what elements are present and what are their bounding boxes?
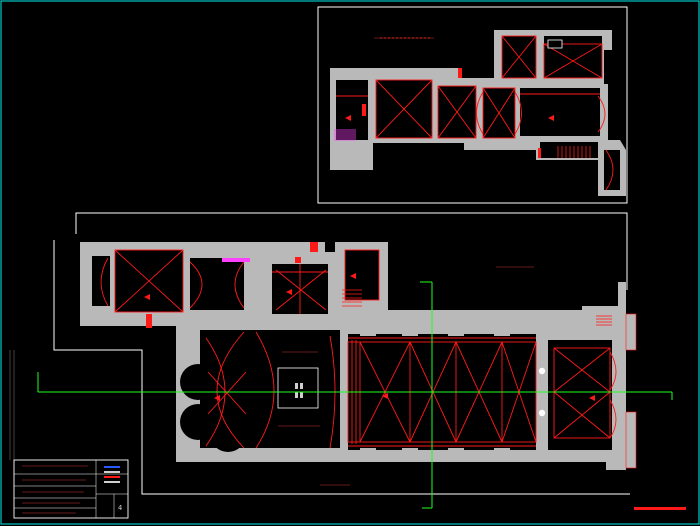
altar-platform [277,367,319,409]
annotation-dashes [278,37,534,486]
upper-plan-frame [317,6,628,204]
sheet-number: 4 [118,504,122,512]
upper-floor-plan [317,6,628,204]
west-vaults [553,347,617,439]
title-block-logo [104,466,120,483]
ground-stair-north [342,289,362,307]
title-block: 4 [13,459,129,519]
upper-stair-left [334,129,356,141]
upper-vaults [336,35,614,191]
ground-markers [144,242,595,401]
upper-stair-right [557,146,591,158]
altar-blocks [295,383,303,398]
west-pilasters [625,313,637,469]
upper-markers [345,68,554,158]
section-axes [37,281,673,509]
north-vaults [100,249,380,314]
site-outline-left [53,240,630,495]
north-door-opening [222,258,250,262]
scale-bar [634,507,686,510]
margin-dimension-ticks [9,350,15,460]
nave-piers [360,322,548,462]
site-outline-upper [75,212,628,290]
ground-stair-west [596,315,612,326]
west-columns [538,367,546,417]
